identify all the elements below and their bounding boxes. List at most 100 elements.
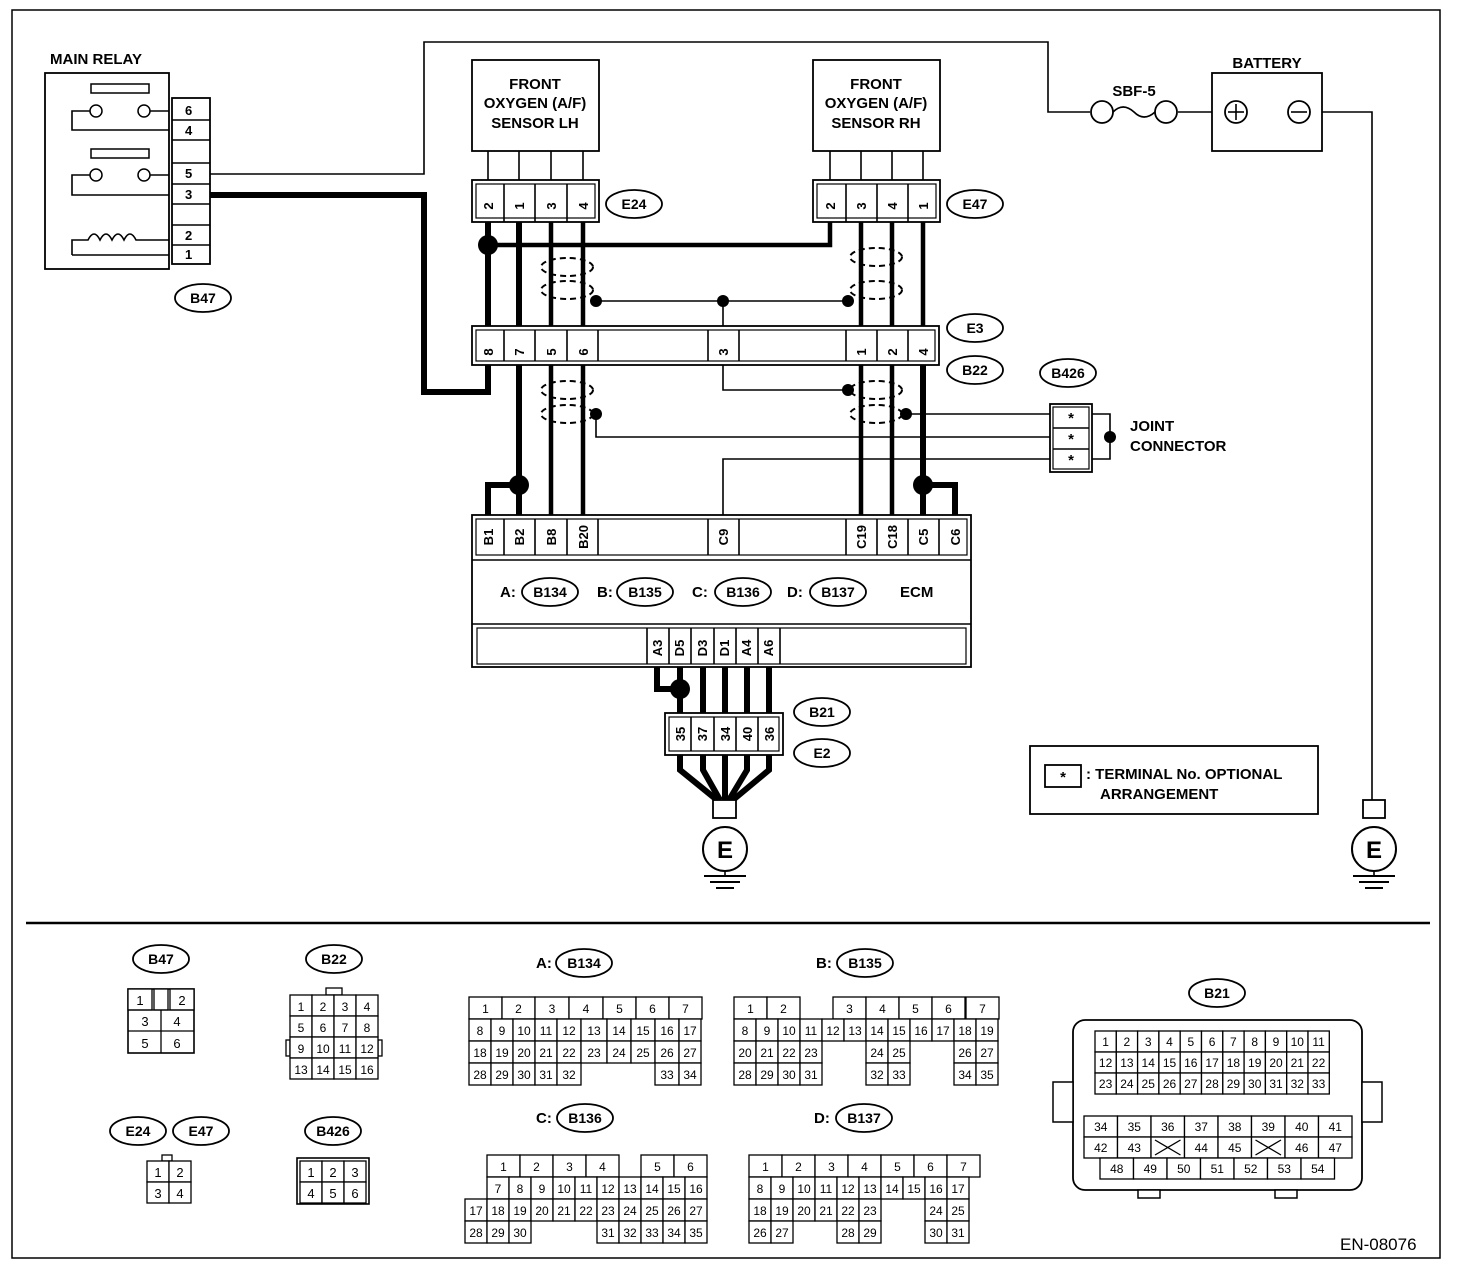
svg-text:MAIN RELAY: MAIN RELAY [50, 51, 142, 68]
pin-number: 17 [683, 1024, 697, 1038]
svg-text:E47: E47 [963, 196, 988, 212]
svg-text:B135: B135 [848, 955, 882, 971]
pin-number: 15 [1163, 1056, 1177, 1070]
svg-text:4: 4 [885, 202, 900, 210]
svg-text:B134: B134 [533, 584, 567, 600]
tag-b47: B47 [174, 283, 232, 313]
svg-text:SENSOR RH: SENSOR RH [831, 115, 920, 132]
svg-text:D1: D1 [717, 640, 732, 657]
pin-number: 33 [645, 1226, 659, 1240]
pin-number: 24 [929, 1204, 943, 1218]
pin-number: 2 [515, 1002, 522, 1016]
pin-number: 2 [533, 1160, 540, 1174]
pin-number: 27 [683, 1046, 697, 1060]
svg-text:SENSOR LH: SENSOR LH [491, 115, 579, 132]
pin-number: 23 [863, 1204, 877, 1218]
svg-text:2: 2 [481, 202, 496, 209]
ground-symbol-left: E [702, 799, 748, 889]
pin-number: 28 [473, 1068, 487, 1082]
pin-number: 3 [141, 1014, 148, 1029]
pin-number: 40 [1295, 1120, 1309, 1134]
svg-text:A:: A: [500, 584, 516, 601]
pin-number: 23 [587, 1046, 601, 1060]
pin-number: 20 [738, 1046, 752, 1060]
svg-text:2: 2 [885, 348, 900, 355]
svg-text:B426: B426 [316, 1123, 350, 1139]
pin-number: 8 [1251, 1035, 1258, 1049]
pin-number: 29 [760, 1068, 774, 1082]
svg-text:*: * [1068, 431, 1074, 448]
svg-text:C18: C18 [885, 525, 900, 549]
pin-number: 2 [178, 993, 185, 1008]
svg-text:4: 4 [576, 202, 591, 210]
pin-number: 16 [660, 1024, 674, 1038]
svg-text:C19: C19 [854, 525, 869, 549]
svg-text:B135: B135 [628, 584, 662, 600]
pin-number: 24 [870, 1046, 884, 1060]
ground-symbol-right: E [1351, 799, 1397, 889]
view-tag-b135: B: B135 [816, 948, 894, 978]
pin-number: 52 [1244, 1162, 1258, 1176]
pin-number: 27 [980, 1046, 994, 1060]
pin-number: 18 [958, 1024, 972, 1038]
svg-text:FRONT: FRONT [850, 76, 902, 93]
view-tag-b136: C: B136 [536, 1103, 614, 1133]
pin-number: 46 [1295, 1141, 1309, 1155]
svg-text:1: 1 [512, 202, 527, 209]
pin-number: 32 [1291, 1077, 1305, 1091]
pin-number: 26 [1163, 1077, 1177, 1091]
svg-text:FRONT: FRONT [509, 76, 561, 93]
pin-number: 18 [473, 1046, 487, 1060]
pin-number: 34 [683, 1068, 697, 1082]
pin-number: 16 [914, 1024, 928, 1038]
svg-text:B8: B8 [544, 529, 559, 546]
tag-b22: B22 [946, 355, 1004, 385]
pin-number: 18 [491, 1204, 505, 1218]
pin-number: 10 [316, 1042, 330, 1056]
pin-number: 23 [804, 1046, 818, 1060]
svg-text:A:: A: [536, 955, 552, 972]
svg-text:3: 3 [854, 202, 869, 209]
pin-number: 24 [1120, 1077, 1134, 1091]
svg-text:1: 1 [185, 247, 192, 262]
pin-number: 10 [517, 1024, 531, 1038]
pin-cell [168, 1181, 192, 1204]
view-tag-b137: D: B137 [814, 1103, 893, 1133]
pin-number: 1 [482, 1002, 489, 1016]
pin-number: 29 [1227, 1077, 1241, 1091]
pin-number: 14 [885, 1182, 899, 1196]
tag-b426: B426 [1039, 358, 1097, 388]
pin-number: 7 [979, 1002, 986, 1016]
pin-number: 2 [1124, 1035, 1131, 1049]
svg-text:C:: C: [692, 584, 708, 601]
pin-number: 32 [870, 1068, 884, 1082]
pin-number: 4 [599, 1160, 606, 1174]
tag-e24: E24 [605, 189, 663, 219]
svg-text:2: 2 [823, 202, 838, 209]
pin-number: 25 [1142, 1077, 1156, 1091]
wires [210, 41, 1373, 803]
pin-number: 23 [1099, 1077, 1113, 1091]
svg-text:B137: B137 [847, 1110, 881, 1126]
svg-text:C9: C9 [716, 529, 731, 546]
view-tag-b21: B21 [1188, 978, 1246, 1008]
pin-number: 22 [562, 1046, 576, 1060]
pin-number: 4 [307, 1186, 314, 1201]
svg-text:36: 36 [762, 727, 777, 741]
joint-connector: * * * JOINT CONNECTOR [1049, 403, 1227, 473]
pin-number: 4 [583, 1002, 590, 1016]
pin-number: 34 [667, 1226, 681, 1240]
pin-number: 5 [616, 1002, 623, 1016]
pin-number: 1 [500, 1160, 507, 1174]
pin-number: 6 [649, 1002, 656, 1016]
svg-text:1: 1 [854, 348, 869, 355]
pin-number: 6 [351, 1186, 358, 1201]
pin-number: 25 [636, 1046, 650, 1060]
pin-number: 25 [951, 1204, 965, 1218]
pin-number: 14 [316, 1063, 330, 1077]
pin-number: 26 [667, 1204, 681, 1218]
svg-text:5: 5 [544, 348, 559, 355]
